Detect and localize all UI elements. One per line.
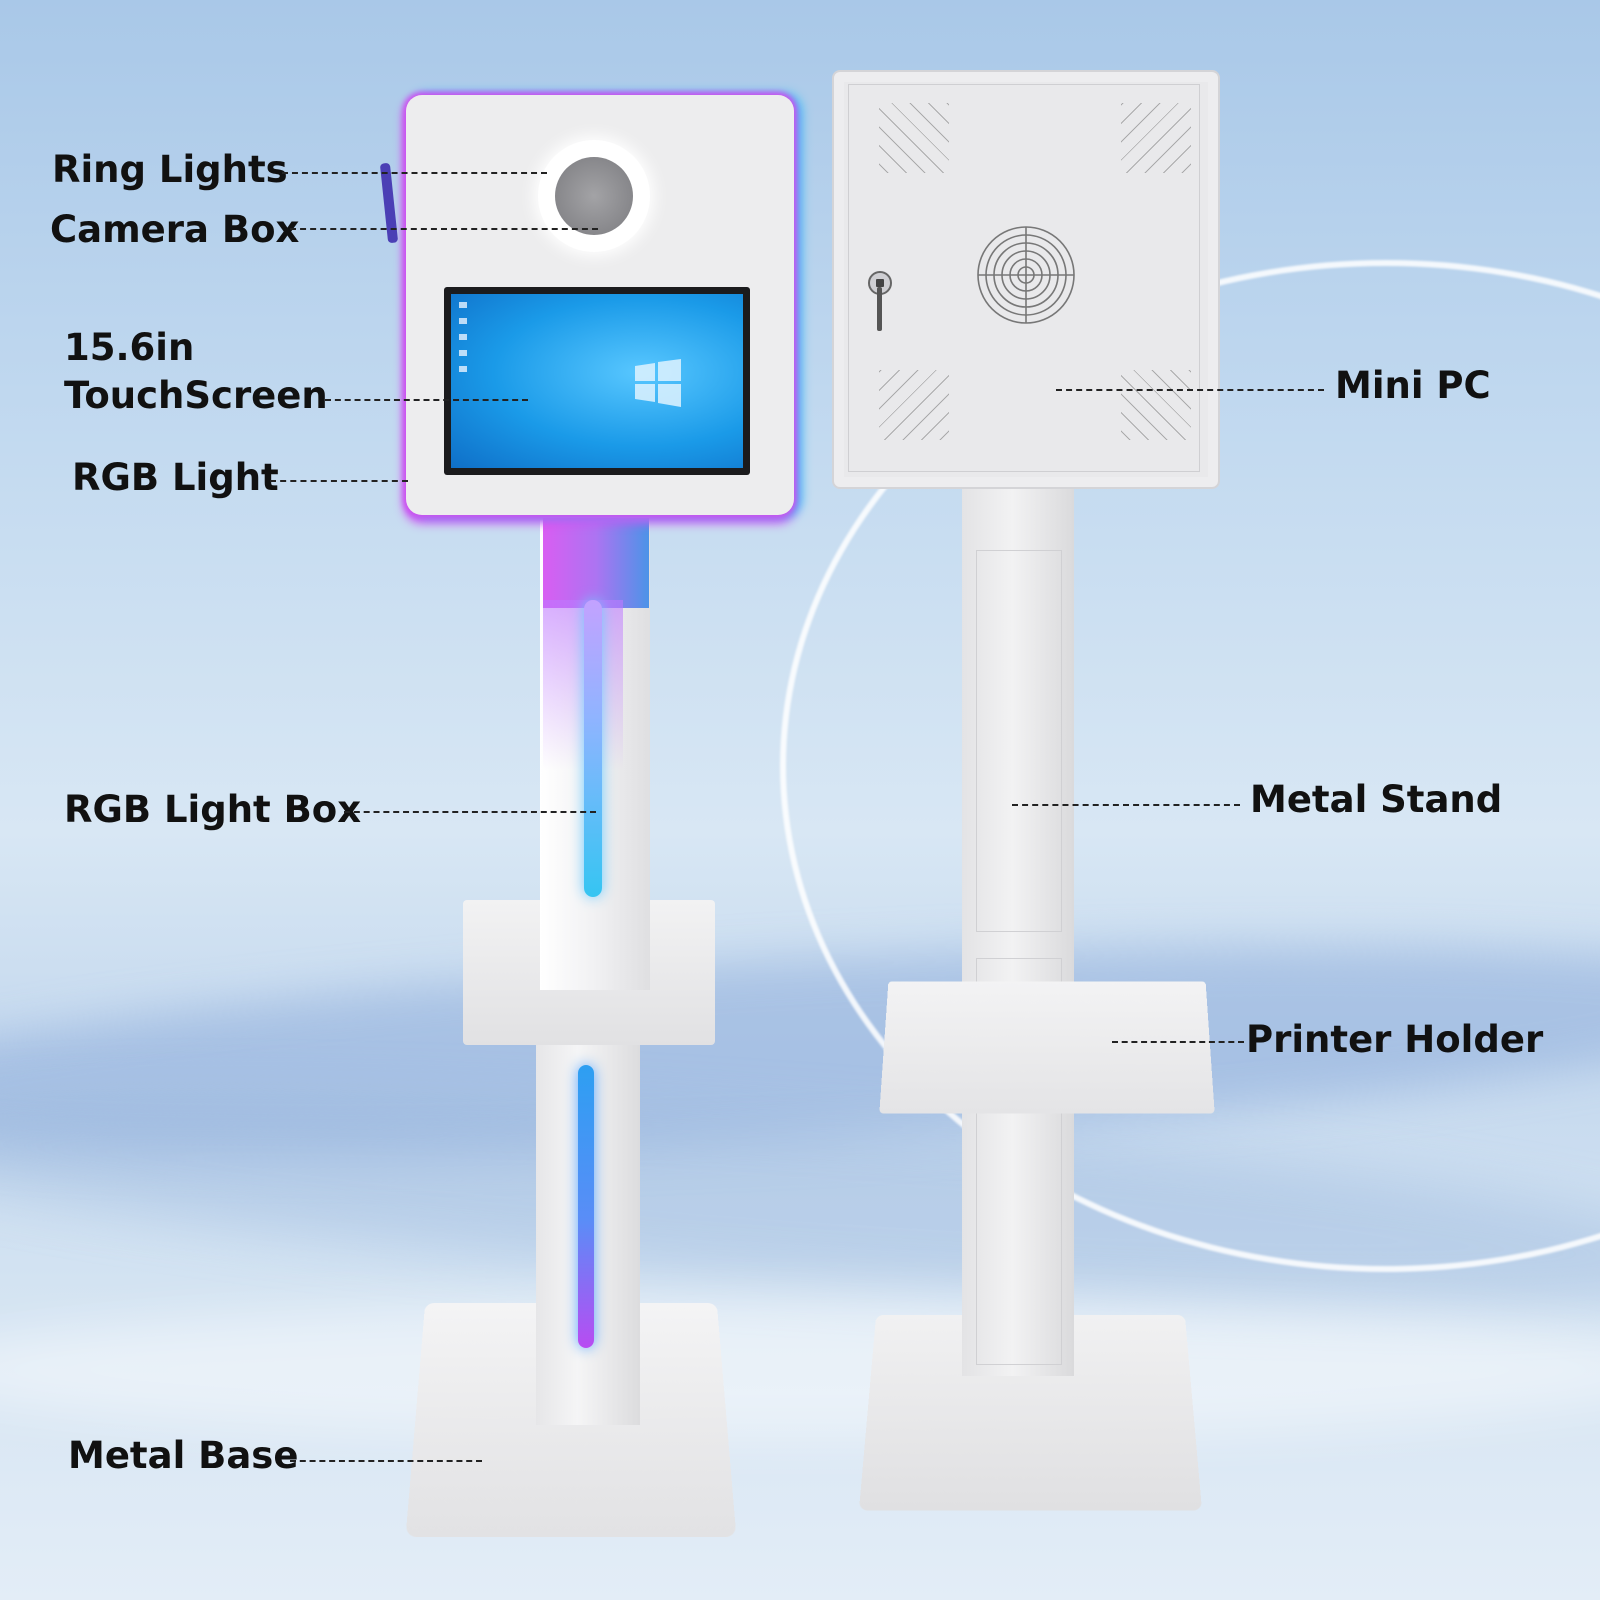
label-camera-box: Camera Box [50,208,300,251]
label-touchscreen-size: 15.6in [64,326,195,369]
leader-touchscreen [325,399,528,401]
leader-metal-stand [1012,804,1240,806]
vent-bottom-right [1121,370,1191,440]
label-metal-base: Metal Base [68,1434,299,1477]
stand-panel-seam [976,1108,1062,1365]
screen-desktop [451,294,743,468]
ring-light [538,140,650,252]
wifi-antenna [379,162,399,244]
label-rgb-light: RGB Light [72,456,279,499]
fan-grille-icon [977,226,1075,324]
leader-rgb-light [270,480,408,482]
rgb-glow-pole [543,600,623,770]
touchscreen[interactable] [444,287,750,475]
vent-bottom-left [879,370,949,440]
vent-top-left [879,103,949,173]
leader-metal-base [290,1460,482,1462]
leader-camera-box [290,228,598,230]
leader-rgb-light-box [344,811,596,813]
label-printer-holder: Printer Holder [1246,1018,1544,1061]
label-touchscreen: TouchScreen [64,374,328,417]
metal-stand-back [962,488,1074,1376]
label-ring-lights: Ring Lights [52,148,288,191]
cabinet-door[interactable] [848,84,1200,472]
stand-panel-seam [976,550,1062,932]
label-rgb-light-box: RGB Light Box [64,788,362,831]
leader-mini-pc [1056,389,1324,391]
booth-head-front [379,95,794,515]
leader-ring-lights [282,172,547,174]
label-mini-pc: Mini PC [1335,364,1491,407]
background-wave [0,1300,1600,1440]
rgb-glow-neck [543,518,649,608]
mini-pc-cabinet [832,70,1220,489]
camera-lens [555,157,633,235]
key-lock-icon[interactable] [865,271,895,341]
label-metal-stand: Metal Stand [1250,778,1503,821]
windows-logo-icon [635,359,681,407]
printer-holder-shelf [879,981,1215,1114]
vent-top-right [1121,103,1191,173]
rgb-light-strip-lower [578,1065,594,1348]
rgb-light-strip-upper [584,600,602,897]
desktop-icons [459,302,467,372]
leader-printer-holder [1112,1041,1244,1043]
